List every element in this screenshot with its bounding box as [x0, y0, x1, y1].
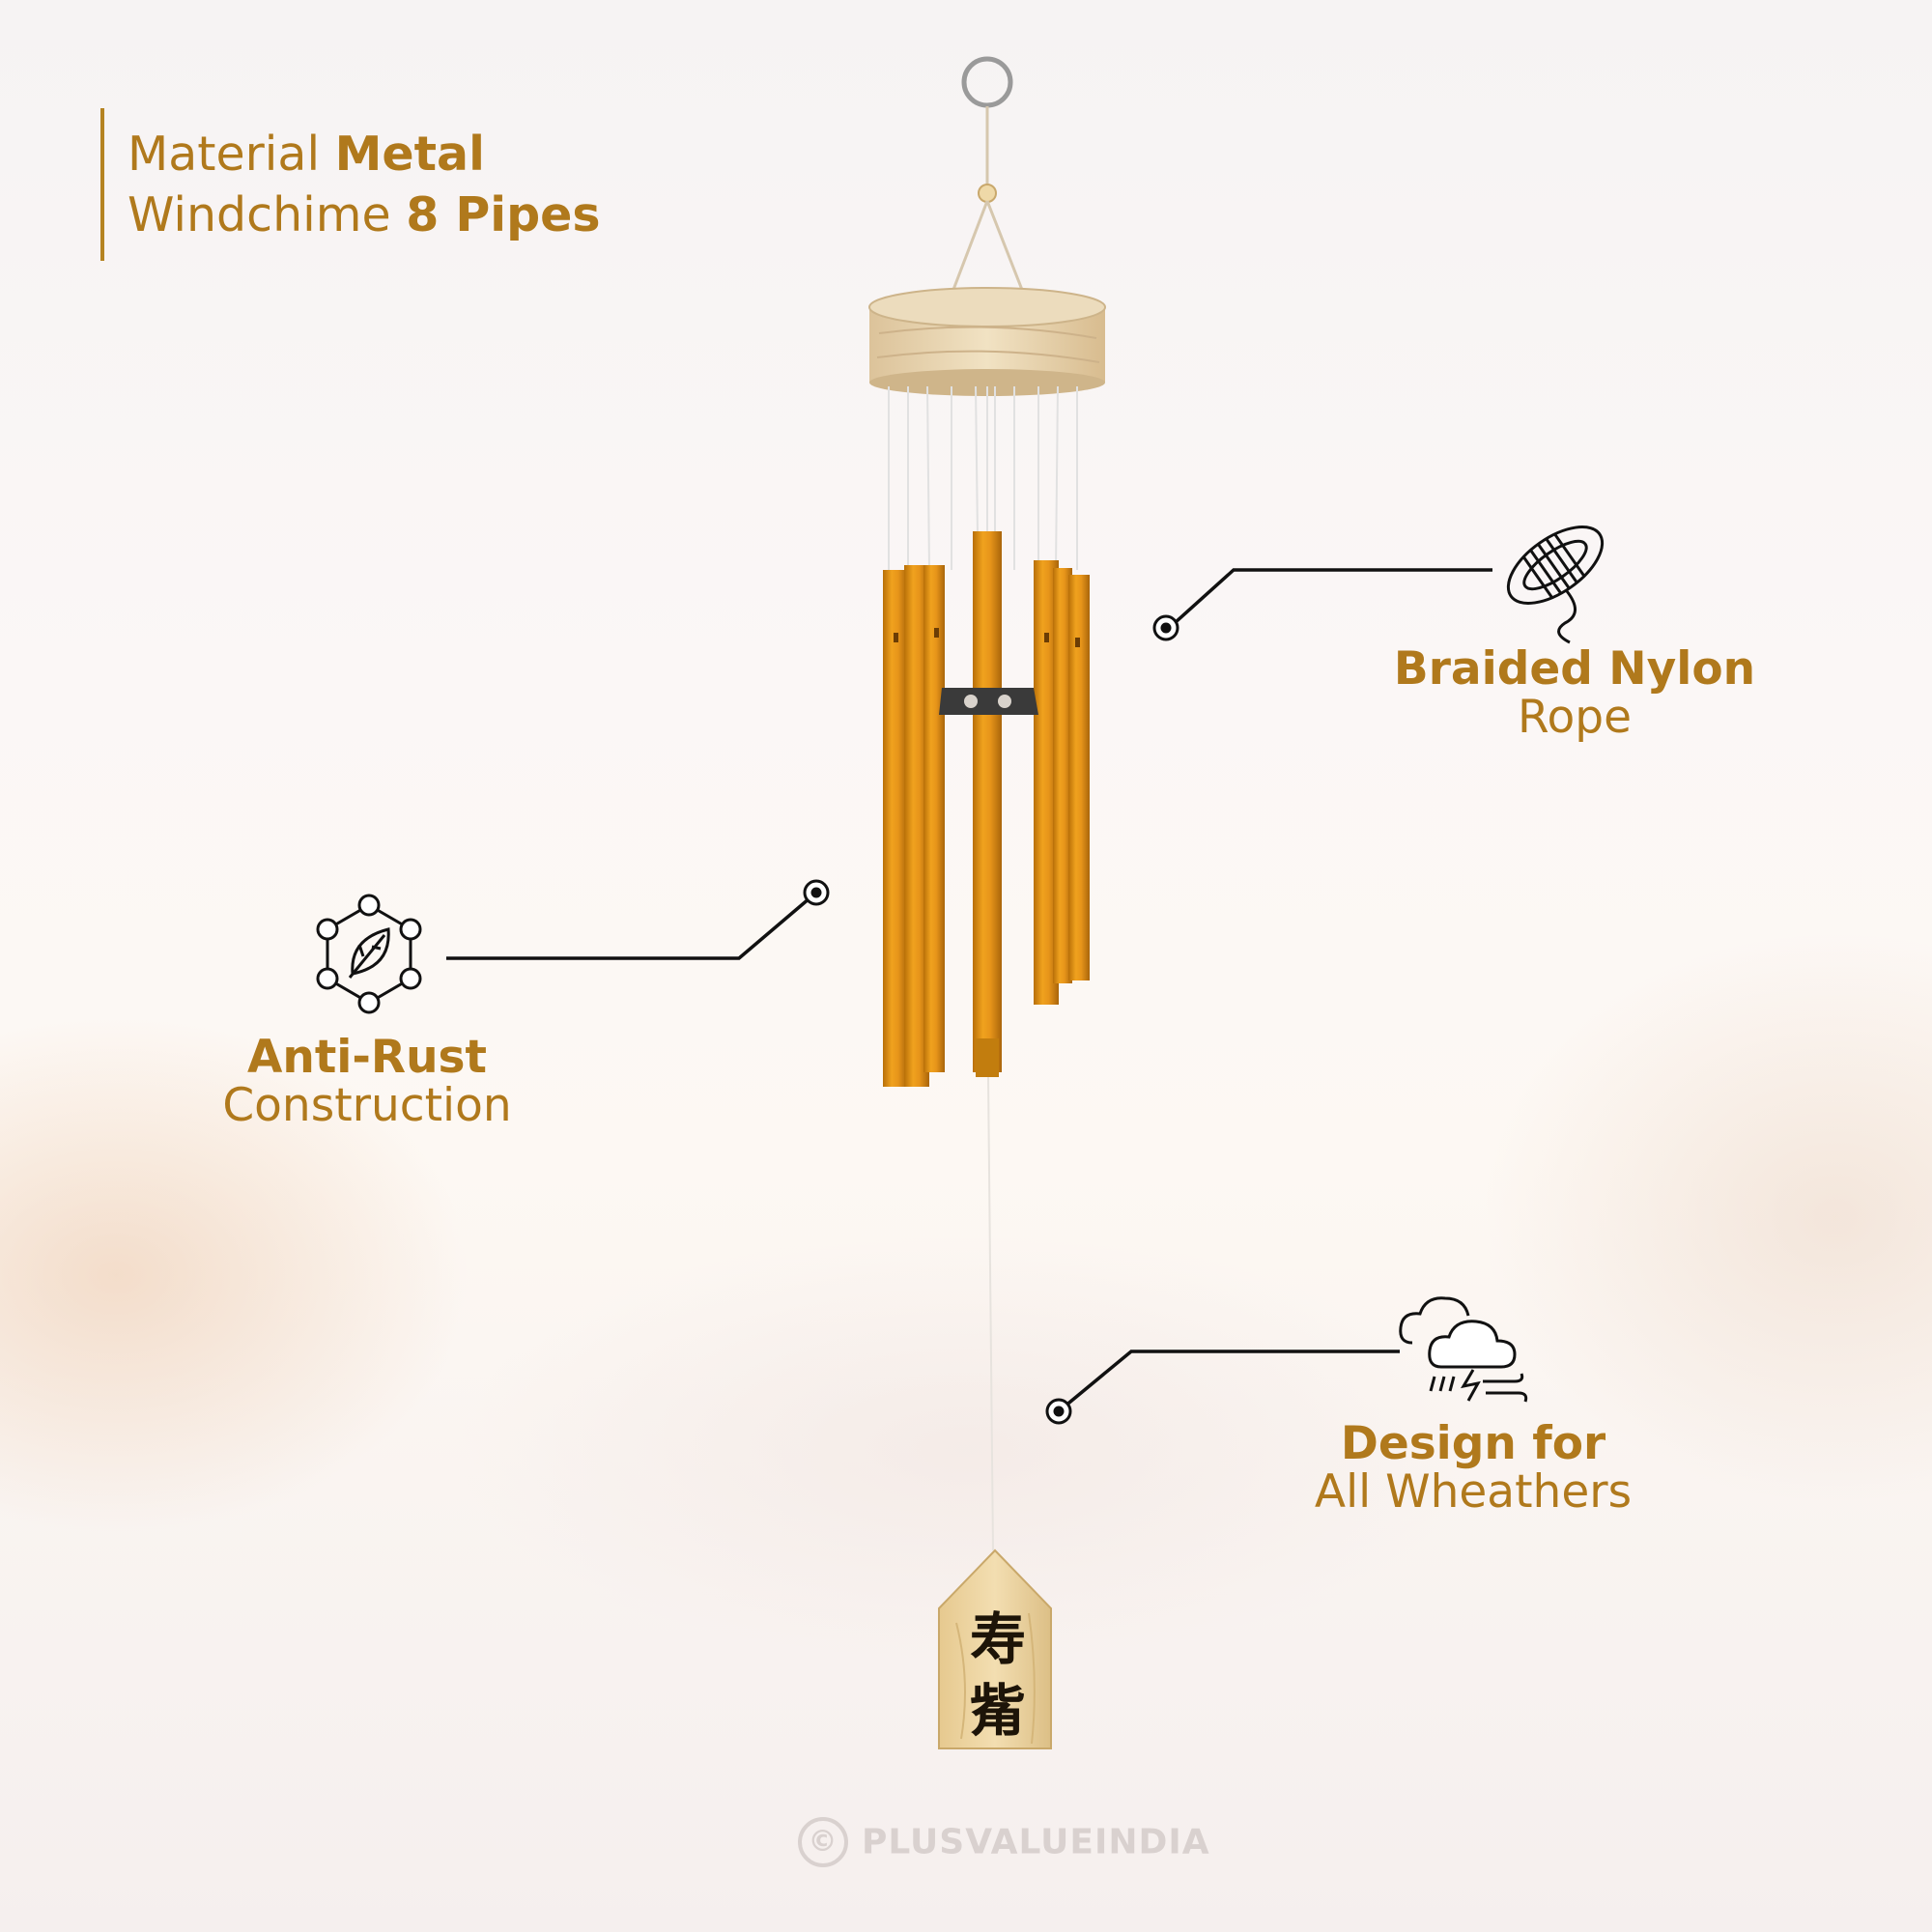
callout-line-weather	[1057, 1350, 1400, 1413]
title-line-pipes: Windchime 8 Pipes	[128, 185, 601, 245]
metal-pipes	[883, 531, 1090, 1087]
pipe	[883, 570, 908, 1087]
pipe	[976, 1038, 999, 1077]
wooden-pendant	[938, 1548, 1052, 1749]
hanging-ring	[961, 56, 1013, 108]
feature-rope-subtitle: Rope	[1517, 691, 1633, 744]
wooden-top-disc	[868, 287, 1106, 396]
callout-line-rope	[1164, 568, 1492, 633]
rope-coil-icon	[1506, 526, 1605, 644]
feature-rust-title: Anti-Rust	[246, 1031, 487, 1084]
feature-weather-title: Design for	[1340, 1417, 1606, 1470]
storm-cloud-icon	[1399, 1296, 1528, 1403]
pipe	[923, 565, 945, 1072]
center-striker	[939, 688, 1038, 715]
callout-dots	[803, 614, 1179, 1425]
product-title: Material Metal Windchime 8 Pipes	[128, 124, 601, 245]
feature-rope-title: Braided Nylon	[1393, 642, 1756, 696]
title-material-label: Material	[128, 127, 335, 182]
title-line-material: Material Metal	[128, 124, 601, 185]
pipe	[1053, 568, 1072, 983]
feature-all-weather: Design for All Wheathers	[1285, 1420, 1662, 1517]
callout-line-rust	[446, 891, 818, 960]
watermark-text: PLUSVALUEINDIA	[862, 1822, 1210, 1862]
bead	[978, 184, 997, 203]
feature-rust-subtitle: Construction	[222, 1079, 512, 1132]
pipe-strings	[888, 385, 1078, 667]
title-accent-bar	[100, 108, 104, 261]
title-material-value: Metal	[334, 127, 485, 182]
feature-weather-subtitle: All Wheathers	[1314, 1465, 1633, 1519]
title-pipes-value: 8 Pipes	[406, 187, 601, 242]
title-windchime-label: Windchime	[128, 187, 407, 242]
callout-lines	[446, 568, 1492, 1413]
pendant-characters: 寿 觜	[954, 1604, 1041, 1747]
pipe	[973, 531, 1002, 1072]
feature-anti-rust: Anti-Rust Construction	[174, 1034, 560, 1130]
copyright-icon: ©	[798, 1817, 848, 1867]
leaf-hexagon-icon	[316, 894, 422, 1014]
brand-watermark: © PLUSVALUEINDIA	[798, 1817, 1210, 1867]
feature-braided-rope: Braided Nylon Rope	[1372, 645, 1777, 742]
pipe	[1068, 575, 1090, 980]
pendant-character-top: 寿	[969, 1606, 1026, 1672]
pendant-character-bottom: 觜	[969, 1678, 1026, 1744]
